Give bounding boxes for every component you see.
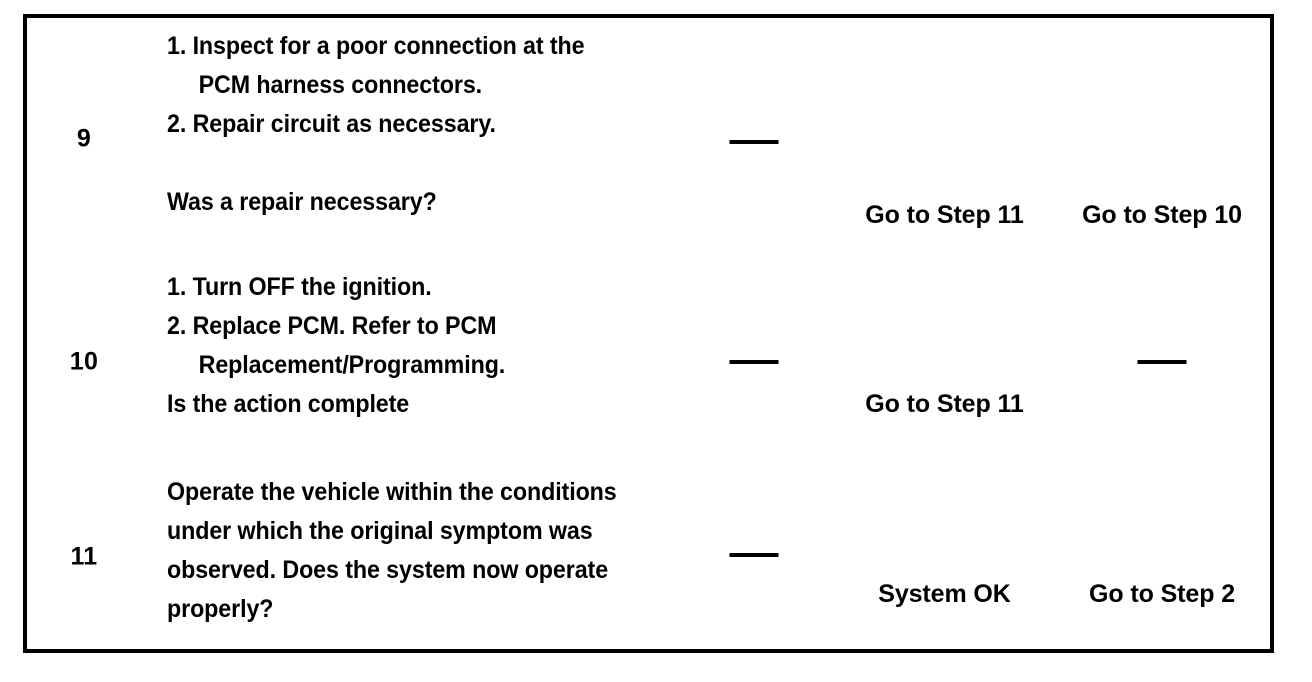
- action-question: Is the action complete: [167, 390, 410, 418]
- table-row: 11 Operate the vehicle within the condit…: [27, 464, 1270, 649]
- step-number-11: 11: [70, 542, 98, 570]
- yes-branch-cell-11: System OK: [835, 464, 1054, 649]
- em-dash-icon: [729, 140, 778, 144]
- value-cell-10: [672, 259, 835, 464]
- action-text-11: Operate the vehicle within the condition…: [167, 473, 627, 629]
- action-cell-10: 1. Turn OFF the ignition. 2. Replace PCM…: [141, 259, 672, 464]
- action-cell-9: 1. Inspect for a poor connection at the …: [141, 18, 672, 259]
- action-line: Operate the vehicle within the condition…: [167, 478, 617, 506]
- table-row: 9 1. Inspect for a poor connection at th…: [27, 18, 1270, 259]
- no-branch-cell-9: Go to Step 10: [1054, 18, 1270, 259]
- action-text-9: 1. Inspect for a poor connection at the …: [167, 27, 627, 222]
- yes-branch-cell-10: Go to Step 11: [835, 259, 1054, 464]
- yes-branch-label-9: Go to Step 11: [865, 201, 1024, 229]
- action-line: under which the original symptom was: [167, 517, 593, 545]
- action-line: properly?: [167, 595, 274, 623]
- table-row: 10 1. Turn OFF the ignition. 2. Replace …: [27, 259, 1270, 464]
- action-line: 1. Turn OFF the ignition.: [167, 273, 432, 301]
- yes-branch-label-10: Go to Step 11: [865, 390, 1024, 418]
- action-line: observed. Does the system now operate: [167, 556, 609, 584]
- action-line: 1. Inspect for a poor connection at the: [167, 32, 585, 60]
- em-dash-icon: [729, 553, 778, 557]
- action-text-10: 1. Turn OFF the ignition. 2. Replace PCM…: [167, 268, 627, 424]
- no-branch-label-11: Go to Step 2: [1088, 580, 1236, 608]
- no-branch-label-9: Go to Step 10: [1082, 201, 1242, 229]
- yes-branch-label-11: System OK: [878, 580, 1011, 608]
- diagnostic-procedure-table: 9 1. Inspect for a poor connection at th…: [23, 14, 1274, 653]
- step-number-cell-10: 10: [27, 259, 141, 464]
- em-dash-icon: [1137, 360, 1187, 364]
- action-line: Replacement/Programming.: [198, 351, 506, 379]
- step-number-cell-11: 11: [27, 464, 141, 649]
- action-line: 2. Repair circuit as necessary.: [167, 110, 496, 138]
- value-cell-9: [672, 18, 835, 259]
- value-cell-11: [672, 464, 835, 649]
- action-cell-11: Operate the vehicle within the condition…: [141, 464, 672, 649]
- step-number-9: 9: [76, 124, 92, 152]
- no-branch-cell-11: Go to Step 2: [1054, 464, 1270, 649]
- action-line: PCM harness connectors.: [198, 71, 483, 99]
- line-spacer: [167, 144, 627, 183]
- no-branch-cell-10: [1054, 259, 1270, 464]
- action-question: Was a repair necessary?: [167, 188, 437, 216]
- yes-branch-cell-9: Go to Step 11: [835, 18, 1054, 259]
- step-number-10: 10: [69, 347, 99, 375]
- em-dash-icon: [729, 360, 778, 364]
- action-line: 2. Replace PCM. Refer to PCM: [167, 312, 497, 340]
- step-number-cell-9: 9: [27, 18, 141, 259]
